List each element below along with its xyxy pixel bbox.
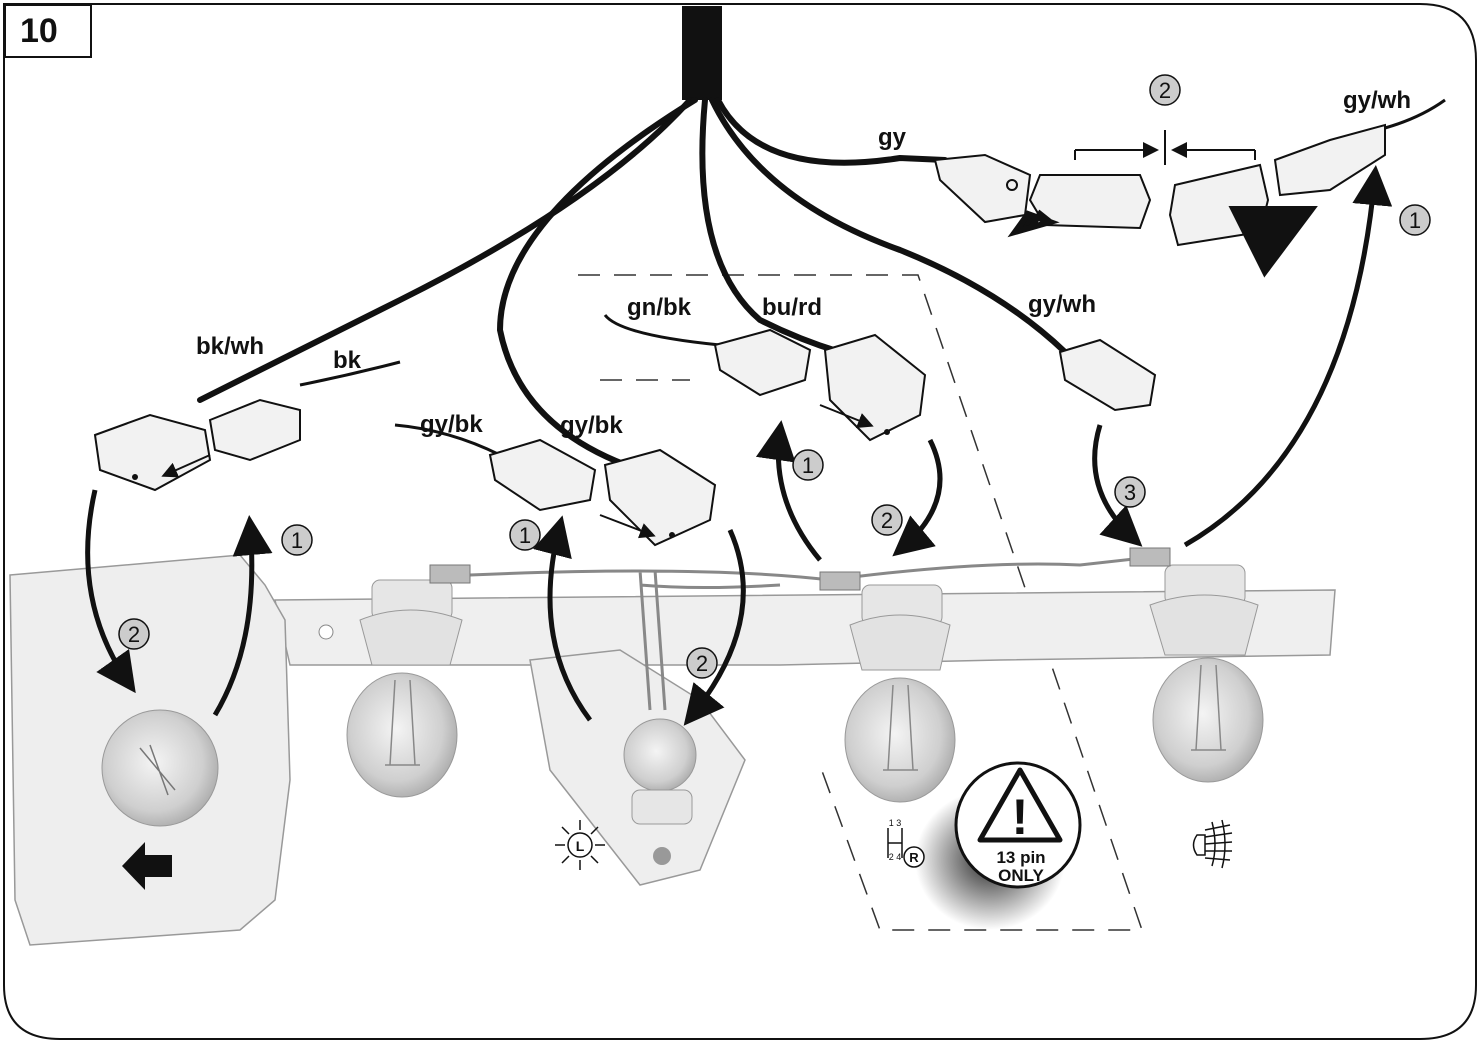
label-gy-wh-right: gy/wh xyxy=(1343,87,1411,114)
label-gy: gy xyxy=(878,124,907,151)
bulb-license xyxy=(623,718,697,825)
svg-text:1: 1 xyxy=(519,523,531,548)
reverse-gear-icon: 1 3 2 4 R xyxy=(887,818,925,868)
cable-bundle xyxy=(682,6,722,100)
label-gy-bk-a: gy/bk xyxy=(420,411,483,438)
warning-triangle-icon: ! xyxy=(977,767,1063,845)
push-arrow-left xyxy=(1007,209,1060,238)
bulb-left xyxy=(101,709,219,827)
step-arrows xyxy=(85,165,1393,726)
warning-line2: ONLY xyxy=(998,866,1044,885)
step-badge: 2 xyxy=(871,504,903,536)
svg-text:1 3: 1 3 xyxy=(889,818,902,828)
direction-arrow xyxy=(122,842,172,890)
label-bu-rd: bu/rd xyxy=(762,294,822,321)
wire-gy-wh xyxy=(1384,98,1446,130)
bulb-fog xyxy=(1149,564,1264,783)
main-wires xyxy=(197,97,1068,473)
svg-text:R: R xyxy=(909,850,919,865)
svg-text:2: 2 xyxy=(128,622,140,647)
svg-text:!: ! xyxy=(1012,789,1029,845)
svg-text:1: 1 xyxy=(291,528,303,553)
insert-arrows xyxy=(161,142,1255,539)
step-badge: 1 xyxy=(792,449,824,481)
step-badge: 2 xyxy=(686,647,718,679)
warning-line1: 13 pin xyxy=(996,848,1045,867)
svg-text:2: 2 xyxy=(1159,78,1171,103)
harness-connector xyxy=(429,564,471,584)
bulb-tail-1 xyxy=(346,579,463,798)
label-bk: bk xyxy=(333,347,362,374)
push-arrow-right xyxy=(1228,206,1318,278)
step-badge: 3 xyxy=(1114,476,1146,508)
wire-gn-bk xyxy=(603,314,721,347)
label-gn-bk: gn/bk xyxy=(627,294,692,321)
terminal-holes xyxy=(132,179,1018,538)
step-number-box: 10 xyxy=(4,4,92,58)
harness-connector xyxy=(819,571,861,591)
svg-text:2 4: 2 4 xyxy=(889,852,902,862)
label-gy-bk-b: gy/bk xyxy=(560,412,623,439)
svg-text:2: 2 xyxy=(696,651,708,676)
step-badge: 2 xyxy=(118,618,150,650)
step-badge: 1 xyxy=(1399,204,1431,236)
svg-text:L: L xyxy=(576,838,585,854)
label-gy-wh-mid: gy/wh xyxy=(1028,291,1096,318)
bulb-reverse xyxy=(844,584,956,803)
terminal-group xyxy=(93,123,1386,547)
svg-text:2: 2 xyxy=(881,508,893,533)
frame xyxy=(3,3,1477,1040)
wire-bk xyxy=(299,360,401,387)
wire-gy-bk xyxy=(394,423,501,457)
svg-text:1: 1 xyxy=(1409,208,1421,233)
svg-text:1: 1 xyxy=(802,453,814,478)
step-badge: 1 xyxy=(509,519,541,551)
license-plate-lamp-icon: L xyxy=(555,820,605,870)
dashed-region xyxy=(578,274,1144,931)
gap-marker xyxy=(1074,130,1256,165)
step-badge: 2 xyxy=(1149,74,1181,106)
svg-text:3: 3 xyxy=(1124,480,1136,505)
harness-connector xyxy=(1129,547,1171,567)
step-badge: 1 xyxy=(281,524,313,556)
label-bk-wh: bk/wh xyxy=(196,333,264,360)
fog-lamp-icon xyxy=(1192,819,1233,869)
